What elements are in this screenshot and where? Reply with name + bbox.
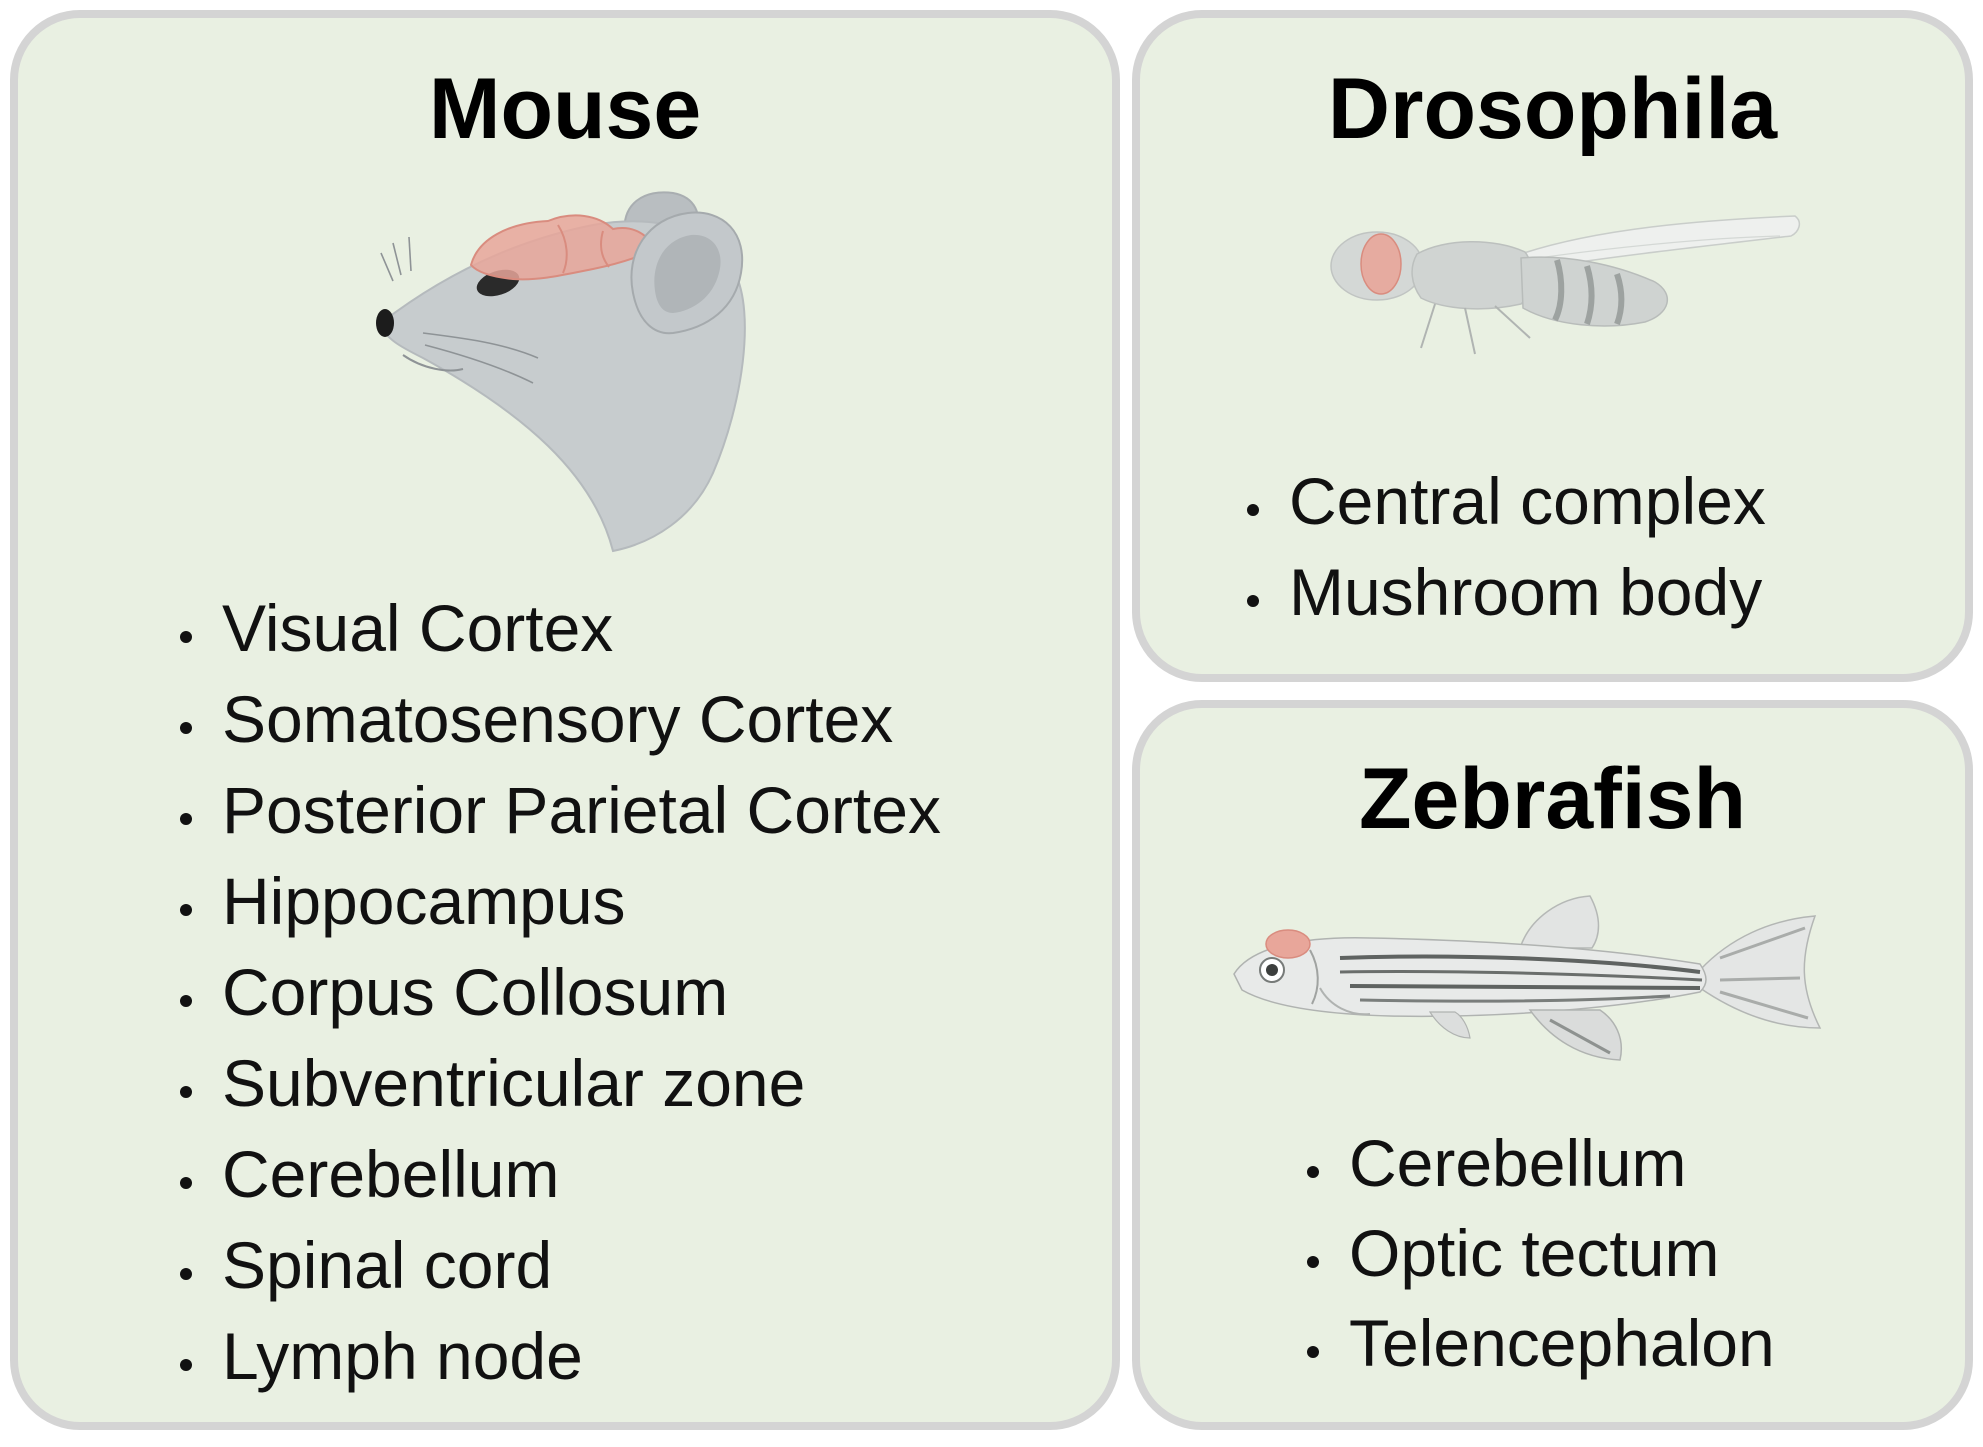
list-item: Somatosensory Cortex (178, 674, 941, 765)
zebrafish-region-list: Cerebellum Optic tectum Telencephalon (1305, 1118, 1775, 1388)
drosophila-region-list: Central complex Mushroom body (1245, 456, 1766, 638)
mouse-region-list: Visual Cortex Somatosensory Cortex Poste… (178, 583, 941, 1402)
mouse-panel-title: Mouse (428, 61, 702, 157)
drosophila-panel-title: Drosophila (1327, 61, 1778, 157)
zebrafish-panel: Zebrafish Cerebellum Optic tectum Telenc… (1132, 700, 1973, 1430)
list-item: Visual Cortex (178, 583, 941, 674)
list-item: Subventricular zone (178, 1038, 941, 1129)
list-item: Corpus Collosum (178, 947, 941, 1038)
mouse-panel: Mouse Visual Cortex Somatosensory Cortex… (10, 10, 1120, 1430)
list-item: Central complex (1245, 456, 1766, 547)
list-item: Cerebellum (1305, 1118, 1775, 1208)
list-item: Spinal cord (178, 1220, 941, 1311)
list-item: Mushroom body (1245, 547, 1766, 638)
list-item: Telencephalon (1305, 1298, 1775, 1388)
fruit-fly-with-brain-icon (1330, 215, 1801, 355)
drosophila-panel: Drosophila Central complex Mushroom body (1132, 10, 1973, 682)
list-item: Cerebellum (178, 1129, 941, 1220)
zebrafish-panel-title: Zebrafish (1358, 751, 1747, 847)
list-item: Lymph node (178, 1311, 941, 1402)
zebrafish-with-brain-icon (1233, 895, 1822, 1061)
mouse-head-with-brain-icon (376, 191, 746, 553)
list-item: Hippocampus (178, 856, 941, 947)
list-item: Posterior Parietal Cortex (178, 765, 941, 856)
list-item: Optic tectum (1305, 1208, 1775, 1298)
